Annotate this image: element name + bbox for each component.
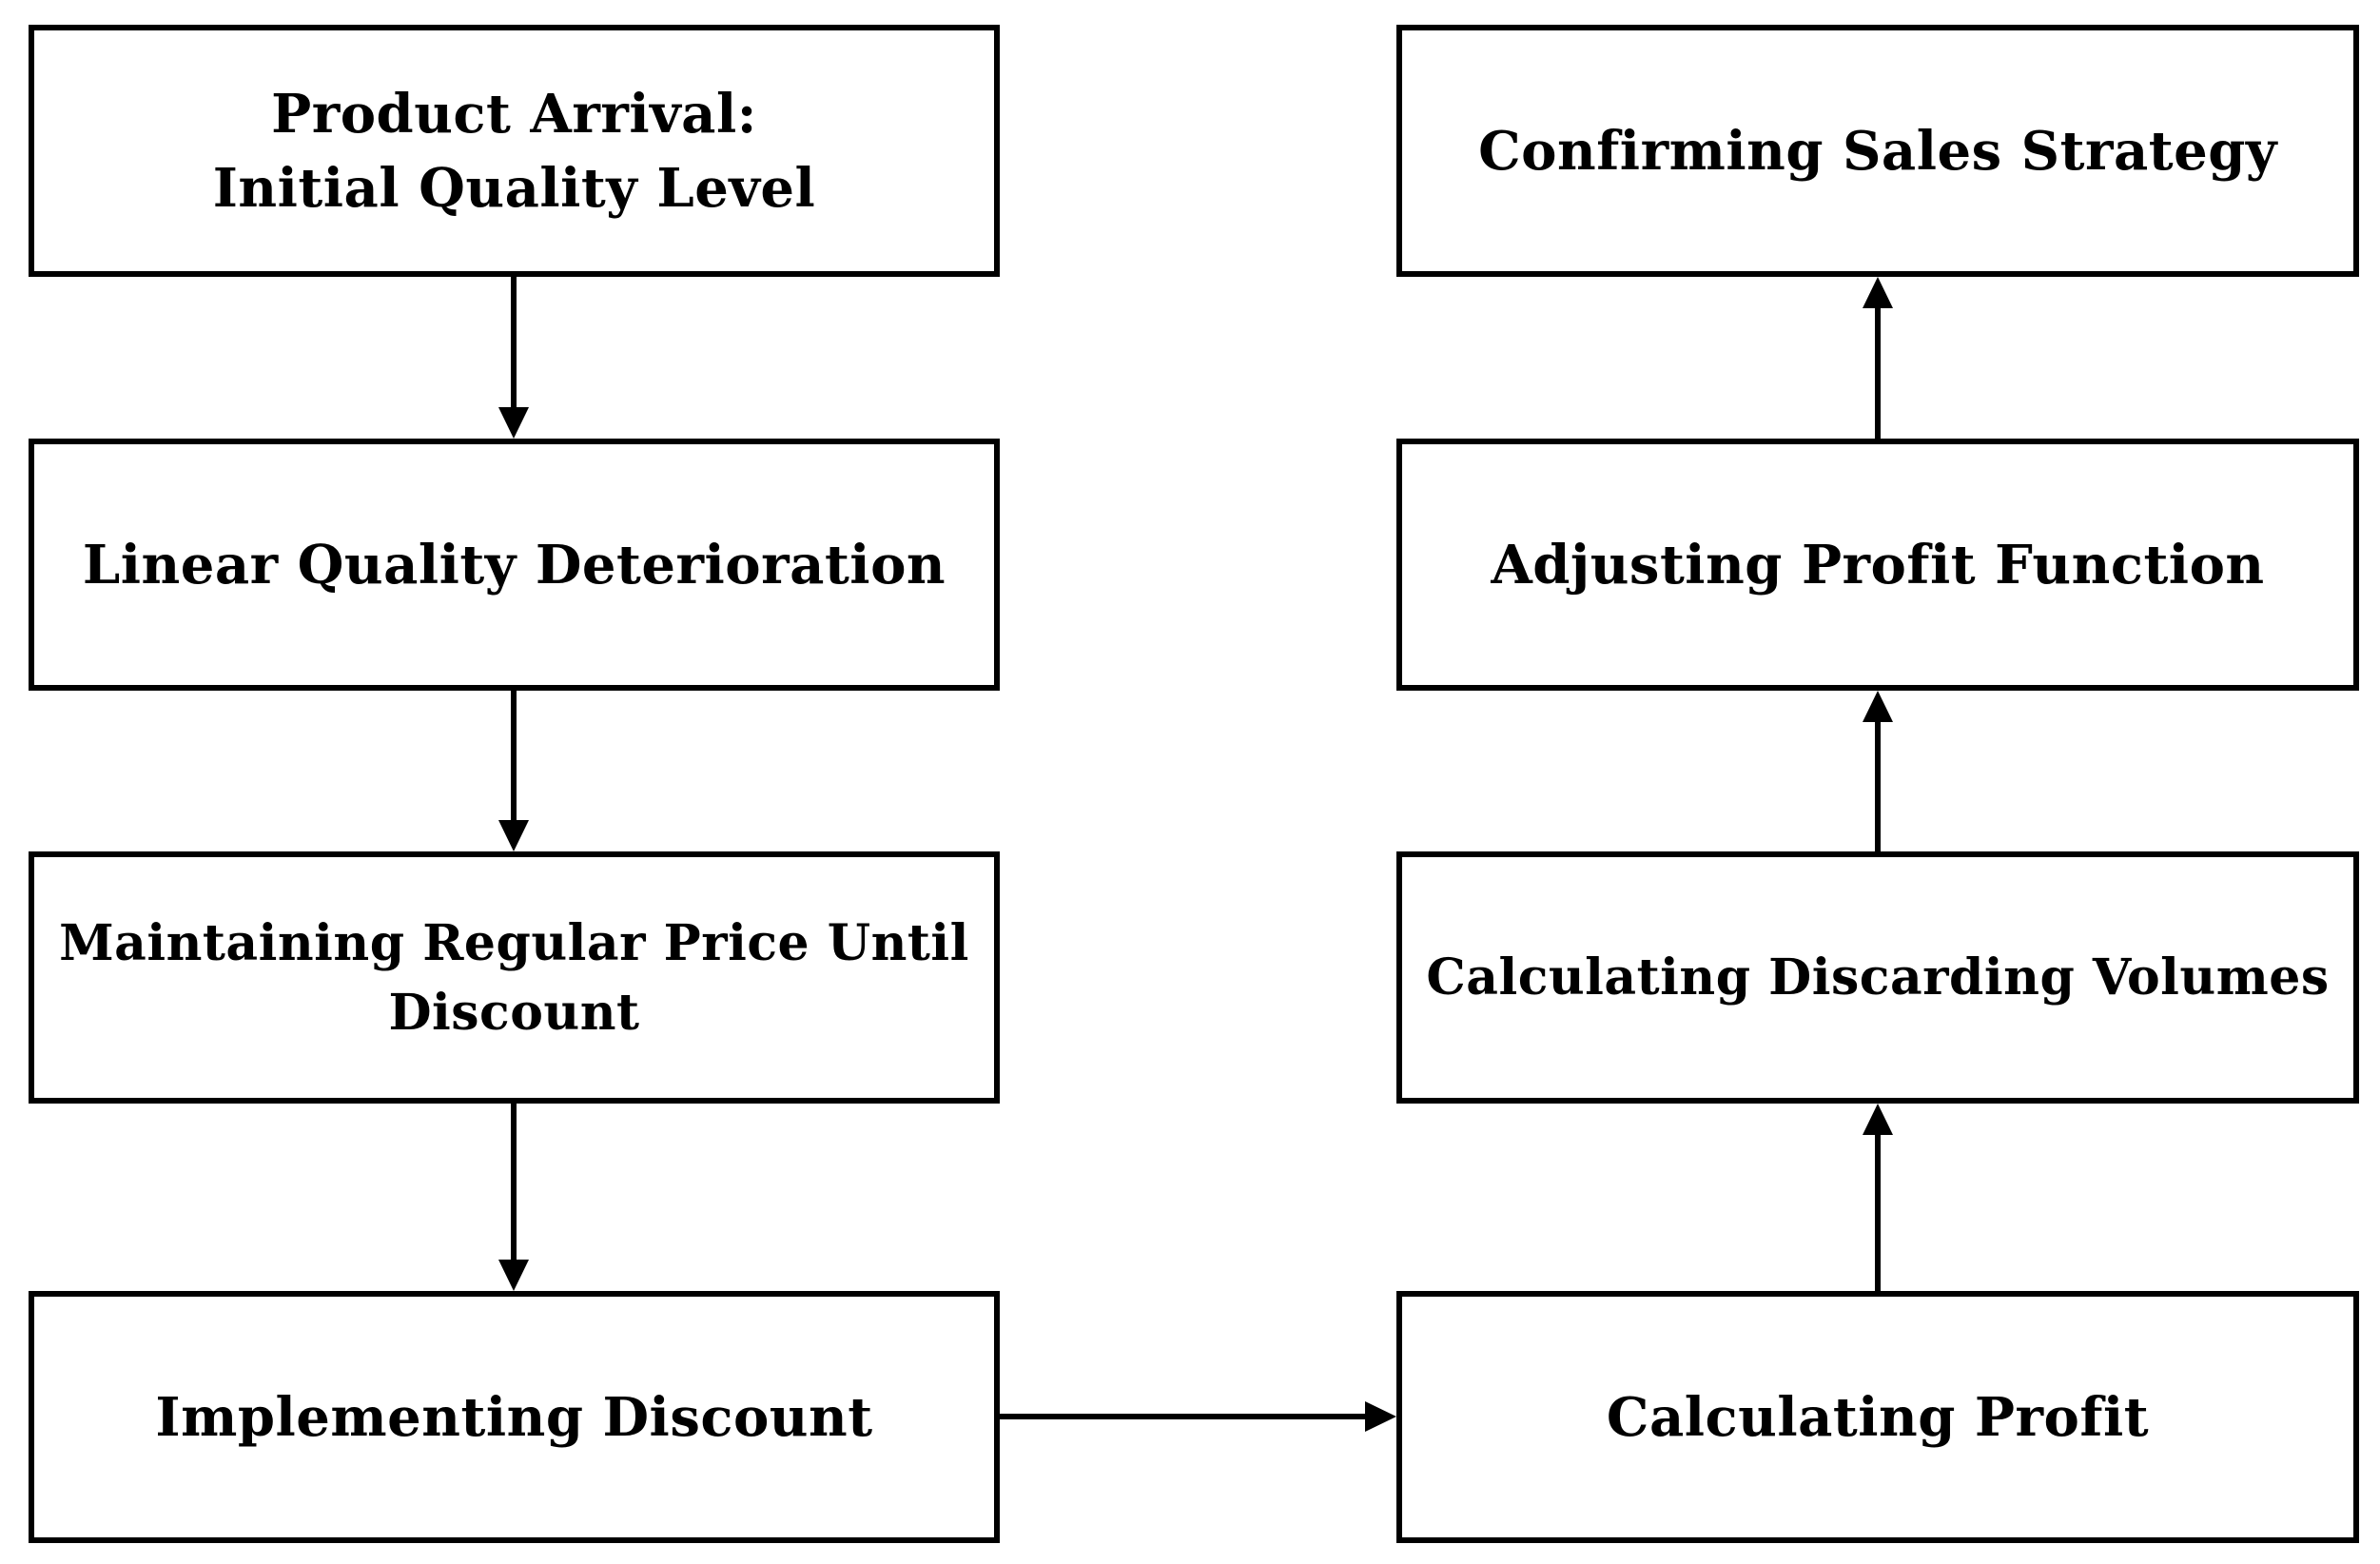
box-linear-quality-deterioration-label: Linear Quality Deterioration <box>82 533 946 596</box>
arrow-linear-quality-deterioration-to-maintaining-regular-price <box>498 691 529 851</box>
box-product-arrival: Product Arrival: Initial Quality Level <box>29 25 1000 277</box>
box-maintaining-regular-price-line-1: Maintaining Regular Price Until <box>59 913 969 972</box>
arrow-calculating-discarding-volumes-to-adjusting-profit-function <box>1863 691 1893 851</box>
box-implementing-discount: Implementing Discount <box>29 1291 1000 1543</box>
box-maintaining-regular-price: Maintaining Regular Price Until Discount <box>29 851 1000 1104</box>
box-adjusting-profit-function: Adjusting Profit Function <box>1396 439 2359 691</box>
box-implementing-discount-label: Implementing Discount <box>155 1385 873 1449</box>
box-calculating-profit-label: Calculating Profit <box>1606 1385 2150 1449</box>
box-product-arrival-line-2: Initial Quality Level <box>212 156 816 220</box>
box-confirming-sales-strategy-label: Confirming Sales Strategy <box>1478 119 2277 183</box>
arrow-product-arrival-to-linear-quality-deterioration <box>498 277 529 439</box>
box-calculating-discarding-volumes: Calculating Discarding Volumes <box>1396 851 2359 1104</box>
arrow-implementing-discount-to-calculating-profit <box>1000 1401 1396 1432</box>
arrow-maintaining-regular-price-to-implementing-discount <box>498 1104 529 1291</box>
box-confirming-sales-strategy: Confirming Sales Strategy <box>1396 25 2359 277</box>
box-maintaining-regular-price-line-2: Discount <box>388 983 640 1042</box>
box-product-arrival-line-1: Product Arrival: <box>271 82 757 146</box>
box-linear-quality-deterioration: Linear Quality Deterioration <box>29 439 1000 691</box>
box-calculating-profit: Calculating Profit <box>1396 1291 2359 1543</box>
arrow-adjusting-profit-function-to-confirming-sales-strategy <box>1863 277 1893 439</box>
box-adjusting-profit-function-label: Adjusting Profit Function <box>1491 533 2265 596</box>
arrow-calculating-profit-to-calculating-discarding-volumes <box>1863 1104 1893 1291</box>
box-calculating-discarding-volumes-label: Calculating Discarding Volumes <box>1426 948 2330 1007</box>
